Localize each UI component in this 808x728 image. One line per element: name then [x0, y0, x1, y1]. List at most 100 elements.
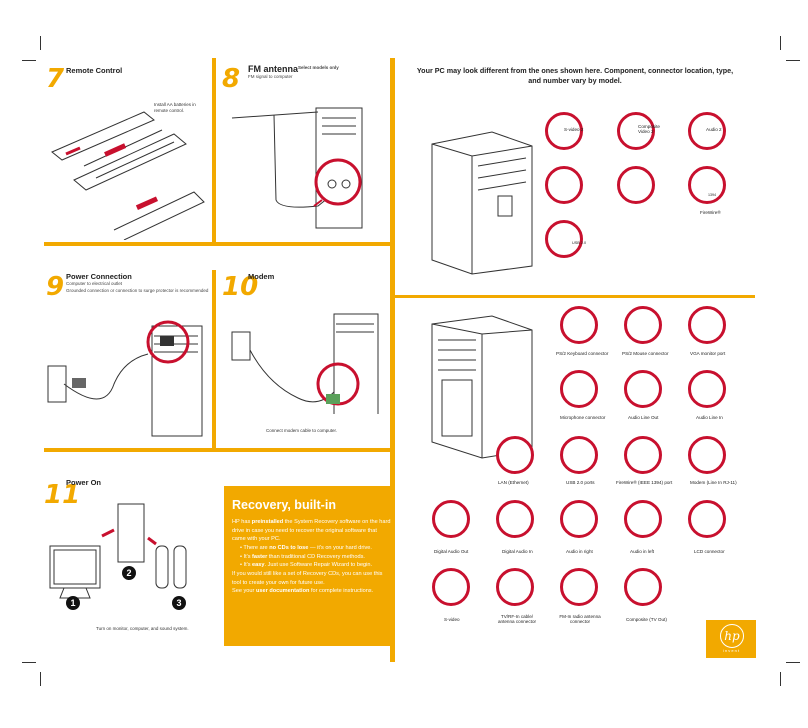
tv-in-port-icon — [496, 568, 534, 606]
digital-audio-out-label: Digital Audio Out — [434, 549, 469, 554]
microphone-port-icon — [617, 166, 655, 204]
step-subtitle-2: Grounded connection or connection to sur… — [66, 288, 209, 293]
vga-label: VGA monitor port — [690, 351, 726, 356]
line-out-jack-icon — [624, 370, 662, 408]
svideo-port-icon — [432, 568, 470, 606]
svideo2-port-icon — [545, 112, 583, 150]
step-subtitle: FM signal to computer — [248, 74, 293, 79]
step-number: 7 — [46, 64, 65, 94]
step-caption: Turn on monitor, computer, and sound sys… — [96, 626, 189, 631]
step-subtitle: Computer to electrical outlet — [66, 281, 123, 286]
step-title: Modem — [248, 272, 275, 281]
lan-port-icon — [496, 436, 534, 474]
svideo-label: S-video — [444, 617, 460, 622]
ps2-mouse-label: PS/2 Mouse connector — [622, 351, 669, 356]
step-number: 10 — [222, 272, 259, 302]
divider — [212, 58, 216, 244]
audio-in-right-label: Audio in right — [566, 549, 593, 554]
step-number: 8 — [222, 64, 241, 94]
usb-port-icon — [545, 220, 583, 258]
step-title: FM antenna — [248, 64, 299, 74]
composite2-label: Composite Video 2 — [638, 124, 660, 134]
step-title-note: Select models only — [298, 65, 339, 70]
crop-mark — [786, 662, 800, 663]
recovery-title: Recovery, built-in — [232, 498, 336, 512]
line-in-label: Audio Line In — [696, 415, 723, 420]
digital-audio-in-icon — [496, 500, 534, 538]
divider — [390, 58, 395, 662]
recovery-docs-note: See your user documentation for complete… — [232, 588, 374, 595]
crop-mark — [780, 672, 781, 686]
crop-mark — [780, 36, 781, 50]
microphone-jack-icon — [560, 370, 598, 408]
divider — [212, 270, 216, 450]
line-in-jack-icon — [688, 370, 726, 408]
ps2-mouse-port-icon — [624, 306, 662, 344]
headphone-port-icon — [545, 166, 583, 204]
firewire-label: FireWire® — [700, 210, 721, 215]
page-note: Your PC may look different from the ones… — [416, 66, 734, 86]
pc-front-illustration — [431, 131, 533, 275]
recovery-intro: HP has preinstalled the System Recovery … — [232, 519, 391, 543]
recovery-box: Recovery, built-in HP has preinstalled t… — [224, 486, 394, 646]
divider — [44, 448, 390, 452]
crop-mark — [22, 60, 36, 61]
step-caption: Connect modem cable to computer. — [266, 428, 338, 433]
remote-control-illustration — [51, 111, 205, 240]
power-cable-illustration — [47, 320, 203, 437]
step-title: Remote Control — [66, 66, 123, 75]
step-badge-2: 2 — [122, 566, 136, 580]
recovery-bullet-1: • There are no CDs to lose — it's on you… — [240, 544, 372, 551]
firewire-inner-label: 1394 — [708, 193, 716, 197]
ps2-keyboard-label: PS/2 Keyboard connector — [556, 351, 609, 356]
recovery-bullet-2: • It's faster than traditional CD Recove… — [240, 553, 365, 560]
crop-mark — [40, 36, 41, 50]
divider — [44, 242, 390, 246]
vga-port-icon — [688, 306, 726, 344]
audio-in-left-label: Audio in left — [630, 549, 655, 554]
digital-audio-out-icon — [432, 500, 470, 538]
firewire-port-icon — [688, 166, 726, 204]
step-modem: 10 Modem Connect modem cable to computer… — [218, 264, 388, 448]
usb-ports-icon — [560, 436, 598, 474]
step-number: 9 — [46, 272, 65, 302]
step-title: Power Connection — [66, 272, 132, 281]
crop-mark — [40, 672, 41, 686]
recovery-bullet-3: • It's easy. Just use Software Repair Wi… — [240, 562, 373, 569]
audio-in-right-icon — [560, 500, 598, 538]
step-title: Power On — [66, 478, 102, 487]
audio-in-left-icon — [624, 500, 662, 538]
composite-label: Composite (TV Out) — [626, 617, 667, 622]
firewire-rear-label: FireWire® (IEEE 1394) port — [616, 480, 673, 485]
fm-in-label: FM-In radio antenna connector — [559, 614, 601, 624]
step-number: 11 — [44, 480, 81, 510]
lan-label: LAN (Ethernet) — [498, 480, 529, 485]
firewire-rear-port-icon — [624, 436, 662, 474]
step-fm-antenna: 8 FM antenna Select models only FM signa… — [218, 60, 388, 240]
audio2-label: Audio 2 — [706, 127, 722, 132]
svideo2-label: S-video 2 — [564, 127, 584, 132]
modem-port-icon — [688, 436, 726, 474]
fm-antenna-illustration — [231, 107, 363, 229]
step-note: Install AA batteries in remote control. — [154, 102, 196, 113]
power-on-illustration — [49, 503, 187, 599]
hp-tagline: i n v e n t — [722, 648, 740, 653]
usb-ports-label: USB 2.0 ports — [566, 480, 595, 485]
microphone-label: Microphone connector — [560, 415, 606, 420]
step-badge-3: 3 — [172, 596, 186, 610]
step-badge-1: 1 — [66, 596, 80, 610]
step-power-connection: 9 Power Connection Computer to electrica… — [44, 264, 212, 448]
usb-label: USB 2.0 — [572, 241, 587, 245]
crop-mark — [22, 662, 36, 663]
modem-label: Modem (Line In RJ-11) — [690, 480, 737, 485]
line-out-label: Audio Line Out — [628, 415, 659, 420]
audio2-port-icon — [688, 112, 726, 150]
hp-logo: hp i n v e n t — [706, 620, 756, 658]
modem-cable-illustration — [231, 313, 379, 414]
ps2-keyboard-port-icon — [560, 306, 598, 344]
divider — [395, 295, 755, 298]
digital-audio-in-label: Digital Audio In — [502, 549, 533, 554]
fm-in-port-icon — [560, 568, 598, 606]
lcd-connector-icon — [688, 500, 726, 538]
composite2-port-icon — [617, 112, 655, 150]
